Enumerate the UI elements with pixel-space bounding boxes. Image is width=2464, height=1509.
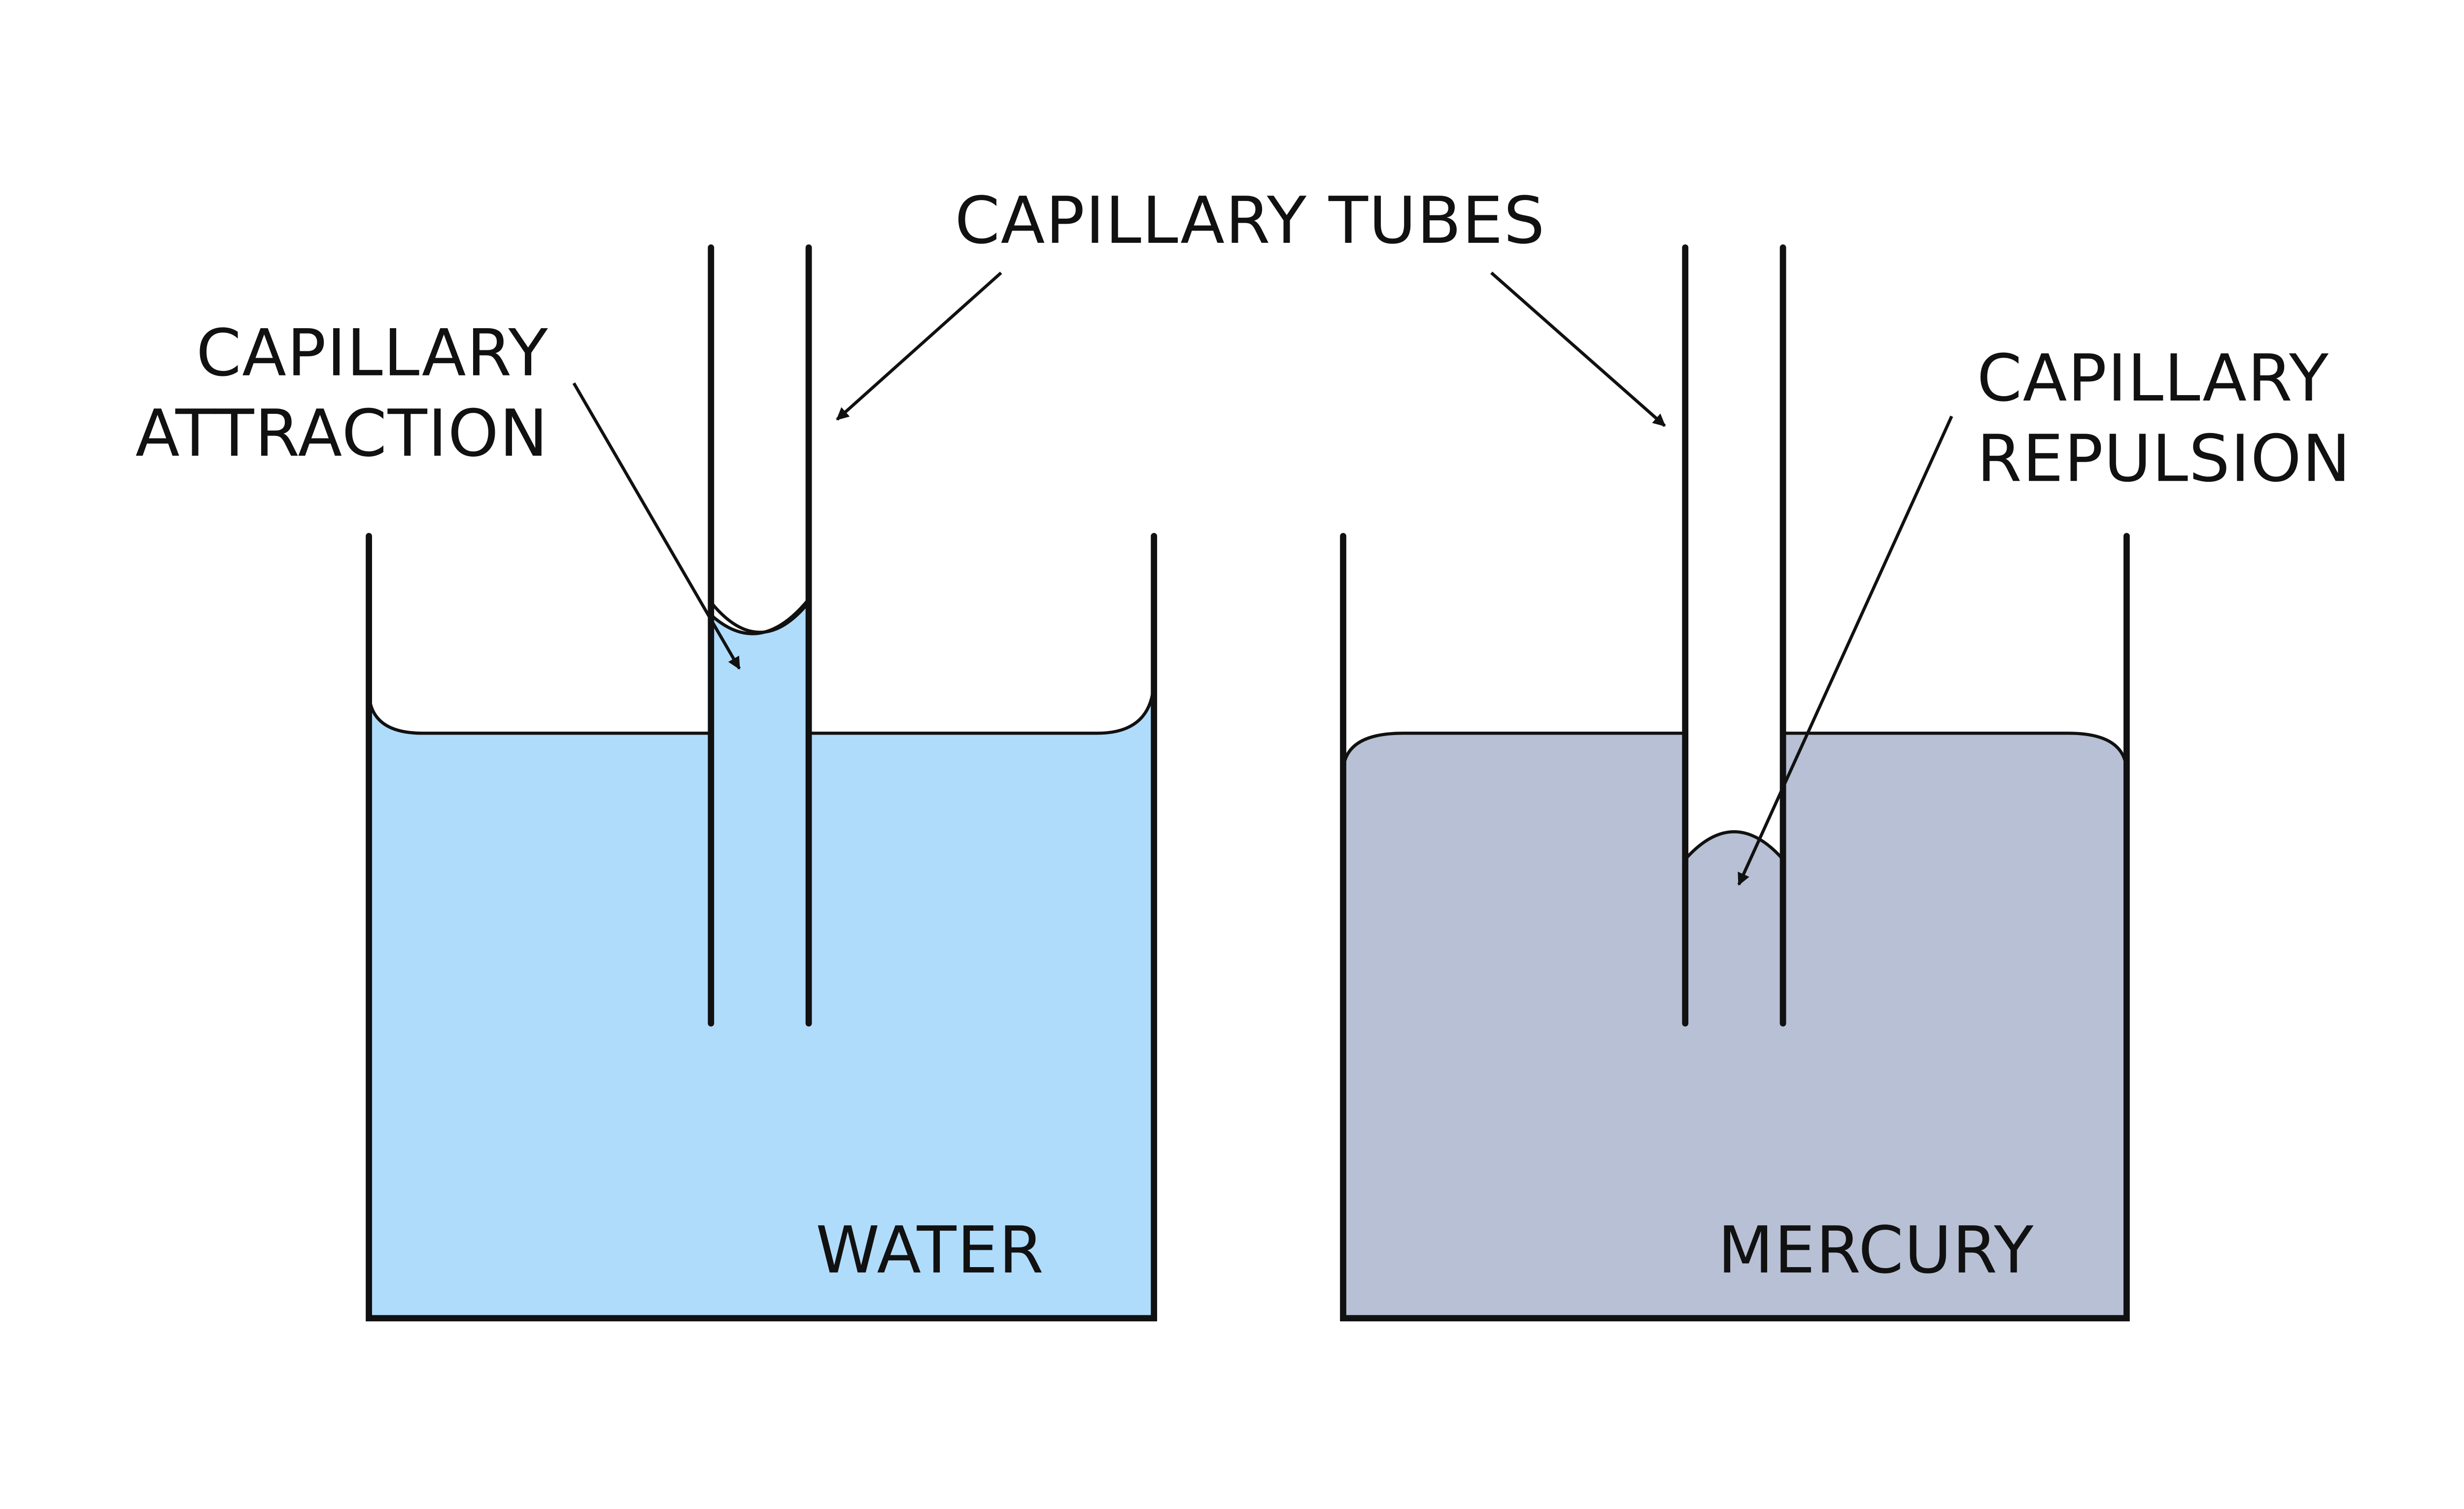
water-concave-meniscus — [710, 601, 810, 634]
label-attraction-line1: CAPILLARY — [196, 315, 548, 391]
mercury-liquid — [1341, 732, 2128, 1320]
label-attraction-line2: ATTRACTION — [136, 396, 548, 471]
arrow-tubes-left — [836, 271, 1002, 421]
label-repulsion-line1: CAPILLARY — [1977, 340, 2329, 416]
label-repulsion-line2: REPULSION — [1977, 421, 2352, 496]
water-liquid — [367, 595, 1156, 1320]
mercury-beaker — [1340, 244, 2130, 1322]
label-mercury: MERCURY — [1718, 1212, 2034, 1288]
arrow-tubes-right — [1490, 271, 1666, 427]
water-beaker-walls — [366, 533, 1158, 1322]
arrow-attraction — [572, 382, 741, 670]
label-capillary-tubes: CAPILLARY TUBES — [955, 183, 1545, 258]
mercury-beaker-walls — [1340, 533, 2130, 1322]
arrow-repulsion — [1737, 415, 1953, 886]
label-water: WATER — [816, 1212, 1044, 1288]
water-beaker — [366, 244, 1158, 1322]
